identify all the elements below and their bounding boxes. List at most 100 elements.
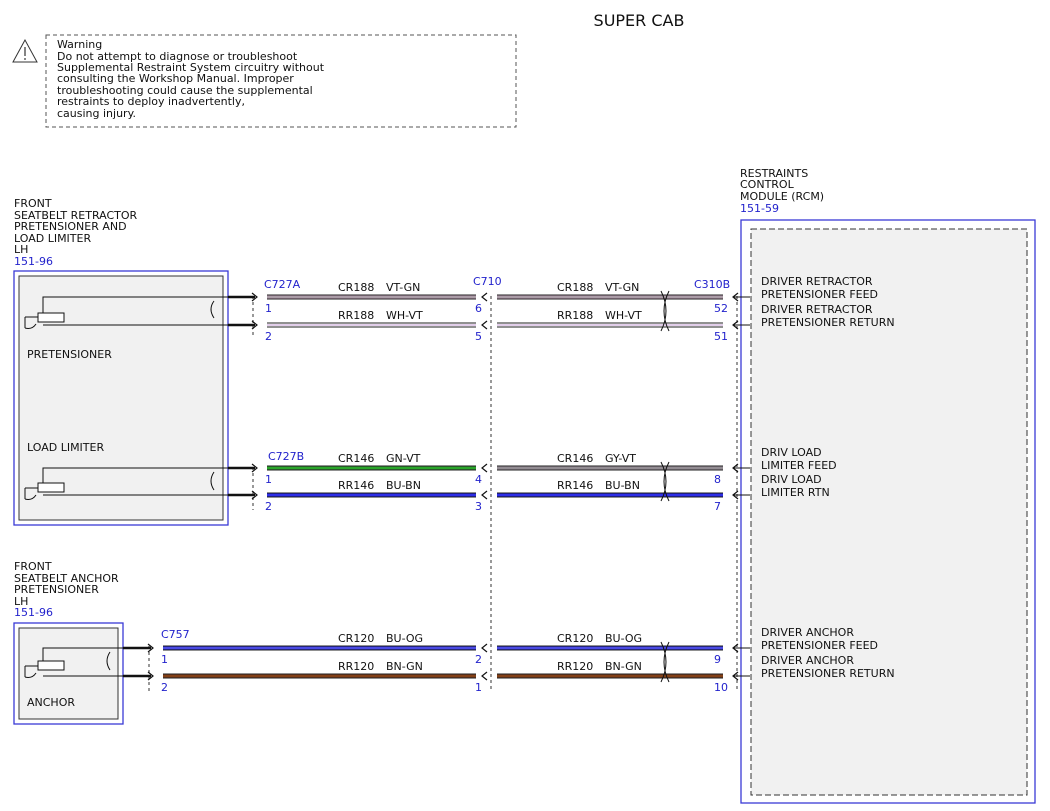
connector-pin-number: 3	[475, 500, 482, 513]
warning-text: Warning Do not attempt to diagnose or tr…	[57, 38, 325, 120]
rcm-signal-name: PRETENSIONER RETURN	[761, 667, 895, 680]
circuit-number: CR188	[557, 281, 593, 294]
twisted-pair-symbol	[663, 641, 670, 683]
wire-color-code: BU-BN	[386, 479, 421, 492]
circuit-number: RR120	[557, 660, 593, 673]
component-label-line: PRETENSIONER	[14, 583, 99, 596]
circuit-number: RR188	[557, 309, 593, 322]
connector-chevron	[481, 292, 488, 302]
connector-pin-number: 7	[714, 500, 721, 513]
warning-line: Warning	[57, 38, 102, 51]
wire-color-code: VT-GN	[386, 281, 420, 294]
rcm-signal-name: DRIVER ANCHOR	[761, 654, 854, 667]
connector-pin-number: 51	[714, 330, 728, 343]
connector-pin-number: 1	[475, 681, 482, 694]
connector-pin-number: 1	[161, 653, 168, 666]
diagram-title: SUPER CAB	[594, 11, 685, 30]
connector-c727b-label[interactable]: C727B	[268, 450, 304, 463]
connector-c757-label[interactable]: C757	[161, 628, 190, 641]
connector-chevron	[481, 643, 488, 653]
circuit-number: RR146	[557, 479, 593, 492]
rcm-signal-name: PRETENSIONER RETURN	[761, 316, 895, 329]
warning-line: Supplemental Restraint System circuitry …	[57, 61, 325, 74]
anchor-label: ANCHOR	[27, 696, 75, 709]
connector-pin-number: 1	[265, 473, 272, 486]
connector-pin-number: 2	[265, 330, 272, 343]
warning-line: consulting the Workshop Manual. Improper	[57, 72, 294, 85]
rcm-signal-name: DRIV LOAD	[761, 473, 822, 486]
connector-c727a-label[interactable]: C727A	[264, 278, 301, 291]
warning-line: Do not attempt to diagnose or troublesho…	[57, 50, 298, 63]
connector-pin-number: 10	[714, 681, 728, 694]
component-label-line: PRETENSIONER AND	[14, 220, 127, 233]
wire-color-code: BN-GN	[605, 660, 642, 673]
component-label-line: LOAD LIMITER	[14, 232, 91, 245]
rcm-label-line: MODULE (RCM)	[740, 190, 824, 203]
circuit-number: CR146	[338, 452, 374, 465]
component-label-line: SEATBELT RETRACTOR	[14, 209, 138, 222]
component-label-line: SEATBELT ANCHOR	[14, 572, 119, 585]
rcm-signal-name: DRIVER RETRACTOR	[761, 275, 873, 288]
wire-color-code: BU-OG	[386, 632, 423, 645]
wire-color-code: GN-VT	[386, 452, 421, 465]
wire-color-code: BU-OG	[605, 632, 642, 645]
connector-c710-label[interactable]: C710	[473, 275, 502, 288]
connector-c310b-label[interactable]: C310B	[694, 278, 730, 291]
connector-chevron	[481, 671, 488, 681]
wire-color-code: VT-GN	[605, 281, 639, 294]
rcm-inner-box	[750, 228, 1028, 796]
wire-color-code: WH-VT	[386, 309, 423, 322]
rcm-label-line: CONTROL	[740, 178, 795, 191]
rcm-label-line: RESTRAINTS	[740, 167, 808, 180]
pretensioner-label: PRETENSIONER	[27, 348, 112, 361]
connector-pin-number: 52	[714, 302, 728, 315]
component-ref-link[interactable]: 151-96	[14, 606, 53, 619]
twisted-pair-symbol	[663, 461, 670, 502]
load-limiter-squib-icon	[24, 467, 228, 500]
connector-chevron	[481, 490, 488, 500]
circuit-number: CR120	[557, 632, 593, 645]
connector-pin-number: 2	[161, 681, 168, 694]
connector-chevron	[251, 292, 258, 302]
load-limiter-label: LOAD LIMITER	[27, 441, 104, 454]
retractor-component-label: FRONT SEATBELT RETRACTOR PRETENSIONER AN…	[14, 197, 138, 268]
warning-line: troubleshooting could cause the suppleme…	[57, 84, 313, 97]
rcm-signal-name: PRETENSIONER FEED	[761, 639, 878, 652]
connector-pin-number: 9	[714, 653, 721, 666]
connector-chevron	[147, 671, 154, 681]
connector-pin-number: 4	[475, 473, 482, 486]
connector-chevron	[251, 320, 258, 330]
connector-pin-number: 8	[714, 473, 721, 486]
circuit-number: RR146	[338, 479, 374, 492]
rcm-ref-link[interactable]: 151-59	[740, 202, 779, 215]
connector-pin-number: 2	[475, 653, 482, 666]
twisted-pair-symbol	[663, 290, 670, 332]
warning-box	[45, 34, 517, 128]
twisted-pair-symbol	[660, 461, 667, 502]
rcm-signal-name: PRETENSIONER FEED	[761, 288, 878, 301]
connector-chevron	[251, 463, 258, 473]
rcm-signal-name: DRIVER RETRACTOR	[761, 303, 873, 316]
connector-pin-number: 5	[475, 330, 482, 343]
component-label-line: FRONT	[14, 197, 52, 210]
rcm-signal-name: DRIV LOAD	[761, 446, 822, 459]
connector-chevron	[481, 320, 488, 330]
component-label-line: FRONT	[14, 560, 52, 573]
wire-color-code: GY-VT	[605, 452, 636, 465]
rcm-signal-name: LIMITER FEED	[761, 459, 837, 472]
connector-pin-number: 1	[265, 302, 272, 315]
anchor-component-label: FRONT SEATBELT ANCHOR PRETENSIONER LH 15…	[14, 560, 119, 619]
component-label-line: LH	[14, 595, 28, 608]
connector-pin-number: 2	[265, 500, 272, 513]
wire-color-code: BU-BN	[605, 479, 640, 492]
circuit-number: RR188	[338, 309, 374, 322]
connector-chevron	[147, 643, 154, 653]
connector-chevron	[481, 463, 488, 473]
connector-pin-number: 6	[475, 302, 482, 315]
circuit-number: CR146	[557, 452, 593, 465]
component-label-line: LH	[14, 243, 28, 256]
rcm-signal-name: LIMITER RTN	[761, 486, 830, 499]
component-ref-link[interactable]: 151-96	[14, 255, 53, 268]
circuit-number: CR188	[338, 281, 374, 294]
